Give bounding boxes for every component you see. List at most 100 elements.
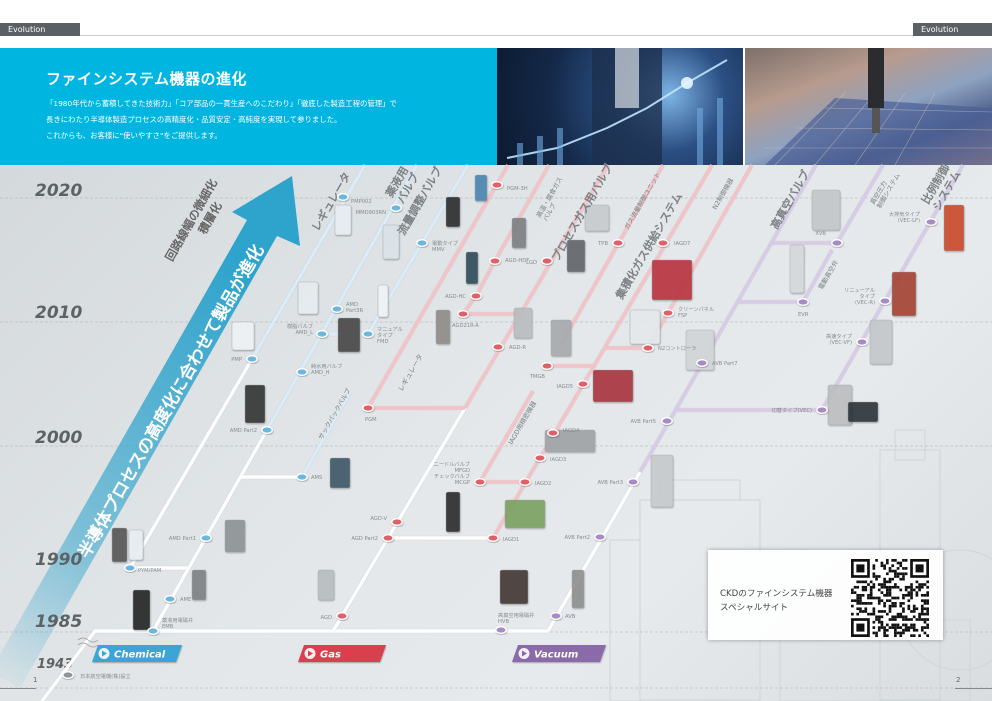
product-image — [511, 217, 527, 249]
page-title: ファインシステム機器の進化 — [46, 70, 248, 88]
timeline-line — [478, 390, 535, 483]
timeline-node-chemical[interactable] — [337, 192, 349, 201]
timeline-node-gas[interactable] — [457, 310, 469, 319]
timeline-node-vacuum[interactable] — [879, 297, 891, 306]
timeline-node-vacuum[interactable] — [495, 626, 507, 635]
product-image — [111, 527, 128, 563]
timeline-node-gas[interactable] — [489, 257, 501, 266]
product-image — [513, 307, 533, 339]
timeline-node-gas[interactable] — [534, 454, 546, 463]
product-image — [789, 244, 805, 294]
timeline-node-gas[interactable] — [547, 429, 559, 438]
timeline-node-chemical[interactable] — [164, 595, 176, 604]
timeline-node-chemical[interactable] — [124, 564, 136, 573]
timeline-node-vacuum[interactable] — [594, 533, 606, 542]
timeline-node-vacuum[interactable] — [550, 612, 562, 621]
timeline-node-chemical[interactable] — [296, 473, 308, 482]
product-image — [244, 384, 266, 424]
category-chemical-label: Chemical — [114, 650, 166, 661]
timeline-node-gas[interactable] — [487, 534, 499, 543]
timeline-node-gas[interactable] — [336, 612, 348, 621]
product-image — [550, 319, 572, 357]
timeline-node-vacuum[interactable] — [831, 238, 843, 247]
timeline-node-gas[interactable] — [519, 478, 531, 487]
timeline-node-gas[interactable] — [541, 257, 553, 266]
timeline-node-gas[interactable] — [474, 478, 486, 487]
product-image — [435, 309, 451, 345]
timeline-node-gas[interactable] — [492, 343, 504, 352]
line-label: 高真空バルブ — [767, 167, 812, 231]
section-tag-right: Evolution — [913, 23, 992, 36]
timeline-node-chemical[interactable] — [316, 330, 328, 339]
node-label: AGD-V — [370, 516, 387, 522]
node-label: N2コントローラ — [658, 345, 696, 352]
product-image — [317, 569, 335, 601]
node-label: AVB — [565, 614, 576, 620]
timeline-node-gas[interactable] — [541, 362, 553, 371]
timeline-node-chemical[interactable] — [200, 534, 212, 543]
timeline-node-chemical[interactable] — [62, 671, 74, 680]
product-image — [329, 457, 351, 489]
timeline-node-gas[interactable] — [470, 292, 482, 301]
timeline-node-vacuum[interactable] — [797, 298, 809, 307]
timeline-node-gas[interactable] — [362, 404, 374, 413]
category-chemical[interactable]: Chemical — [92, 645, 182, 662]
node-label: 大排気タイプ(VEC-LF) — [889, 210, 921, 224]
timeline-node-vacuum[interactable] — [627, 478, 639, 487]
line-label: 真空圧力制御システム — [868, 167, 902, 209]
hero-banner: ファインシステム機器の進化 「1980年代から蓄積してきた技術力」「コア部品の一… — [0, 48, 497, 165]
timeline-node-vacuum[interactable] — [856, 338, 868, 347]
product-image — [685, 329, 715, 371]
product-image — [592, 369, 634, 403]
category-gas[interactable]: Gas — [298, 645, 386, 662]
product-image — [132, 589, 151, 631]
timeline-line-shadow — [40, 628, 548, 701]
timeline-node-gas[interactable] — [391, 518, 403, 527]
category-vacuum[interactable]: Vacuum — [512, 645, 606, 662]
timeline-node-chemical[interactable] — [261, 426, 273, 435]
node-label: PGM — [365, 417, 377, 423]
timeline-node-chemical[interactable] — [362, 330, 374, 339]
product-image — [943, 204, 965, 252]
timeline-node-chemical[interactable] — [296, 368, 308, 377]
node-label: TPB — [597, 241, 608, 247]
timeline-node-chemical[interactable] — [246, 355, 258, 364]
wafer-graphic — [765, 48, 992, 165]
product-images — [111, 174, 965, 631]
product-image — [465, 251, 479, 285]
timeline-node-gas[interactable] — [657, 238, 669, 247]
timeline-node-gas[interactable] — [642, 344, 654, 353]
line-label: サックバックバルブ — [316, 386, 353, 441]
timeline-line-shadow — [604, 163, 754, 351]
product-image — [891, 271, 917, 317]
category-vacuum-label: Vacuum — [534, 650, 578, 661]
node-label: LGD — [526, 260, 537, 266]
timeline-line — [491, 164, 714, 539]
timeline-node-gas[interactable] — [577, 380, 589, 389]
timeline-node-vacuum[interactable] — [925, 217, 937, 226]
timeline-node-gas[interactable] — [662, 309, 674, 318]
timeline-node-vacuum[interactable] — [696, 359, 708, 368]
node-label: リニューアルタイプ(VEC-R) — [844, 287, 876, 306]
qr-code[interactable] — [851, 559, 929, 637]
timeline-node-chemical[interactable] — [416, 238, 428, 247]
timeline-node-vacuum[interactable] — [816, 406, 828, 415]
page-rule-right — [955, 688, 992, 689]
timeline-node-chemical[interactable] — [390, 203, 402, 212]
timeline-node-gas[interactable] — [612, 238, 624, 247]
node-label: AMD Part2 — [230, 428, 257, 434]
special-site-box[interactable]: CKDのファインシステム機器 スペシャルサイト — [708, 550, 943, 640]
timeline-node-chemical[interactable] — [147, 627, 159, 636]
timeline-node-vacuum[interactable] — [661, 417, 673, 426]
product-image — [847, 401, 879, 423]
timeline-node-chemical[interactable] — [331, 305, 343, 314]
product-image — [650, 454, 674, 508]
businessman-growth-photo — [497, 48, 743, 165]
timeline-node-gas[interactable] — [382, 534, 394, 543]
timeline-node-gas[interactable] — [491, 180, 503, 189]
